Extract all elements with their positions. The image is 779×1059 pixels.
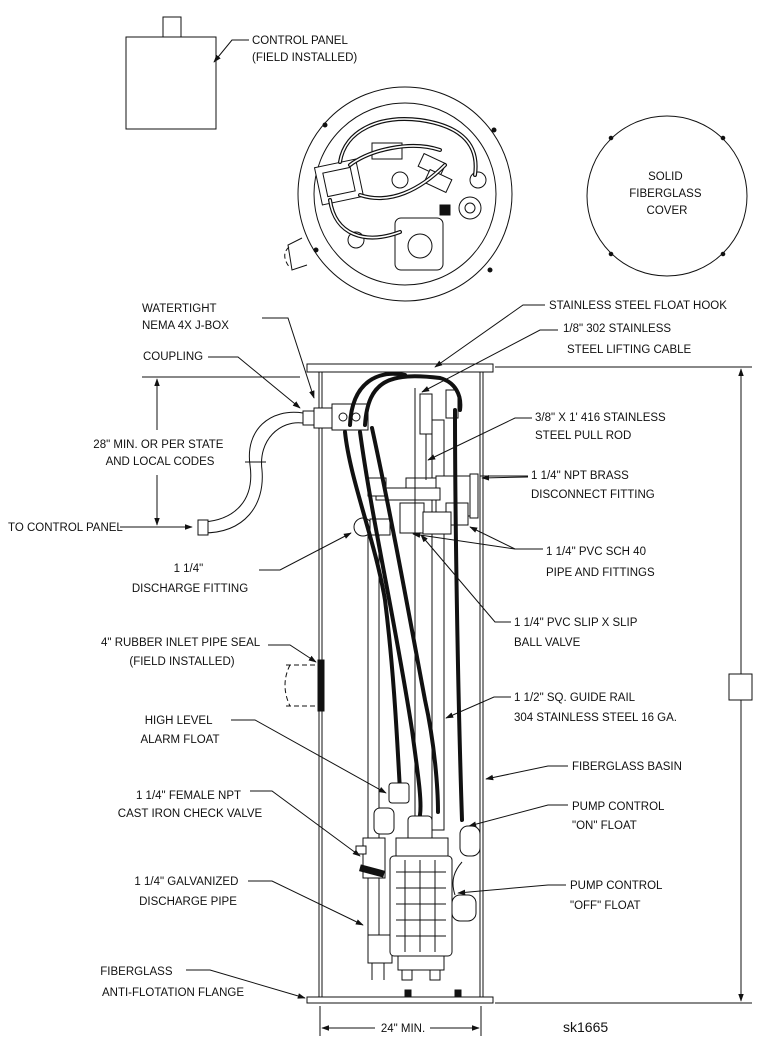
label-coupling: COUPLING: [143, 351, 203, 363]
label-basin: FIBERGLASS BASIN: [572, 761, 682, 773]
label-width: 24" MIN.: [381, 1023, 425, 1035]
dimension-lines: [142, 366, 753, 1036]
label-min-depth: 28" MIN. OR PER STATE AND LOCAL CODES: [93, 439, 226, 468]
label-pvc-sch40: 1 1/4" PVC SCH 40 PIPE AND FITTINGS: [546, 546, 655, 579]
label-ball-valve: 1 1/4" PVC SLIP X SLIP BALL VALVE: [514, 617, 640, 649]
leader-lines: [120, 39, 568, 999]
label-off-float: PUMP CONTROL "OFF" FLOAT: [570, 880, 665, 912]
label-lifting-cable: 1/8" 302 STAINLESS STEEL LIFTING CABLE: [563, 323, 692, 356]
label-jbox: WATERTIGHT NEMA 4X J-BOX: [142, 303, 229, 332]
label-check-valve: 1 1/4" FEMALE NPT CAST IRON CHECK VALVE: [118, 790, 263, 820]
label-guide-rail: 1 1/2" SQ. GUIDE RAIL 304 STAINLESS STEE…: [514, 692, 677, 724]
label-galvanized: 1 1/4" GALVANIZED DISCHARGE PIPE: [134, 876, 241, 908]
label-flange: FIBERGLASS ANTI-FLOTATION FLANGE: [100, 966, 244, 999]
label-float-hook: STAINLESS STEEL FLOAT HOOK: [549, 300, 727, 312]
fiberglass-cover: [586, 115, 748, 277]
drawing-id: sk1665: [563, 1019, 608, 1035]
inlet-pipe: [284, 659, 325, 712]
jbox-elevation: [197, 403, 369, 536]
label-inlet-seal: 4" RUBBER INLET PIPE SEAL (FIELD INSTALL…: [101, 637, 263, 668]
label-disconnect: 1 1/4" NPT BRASS DISCONNECT FITTING: [531, 470, 655, 501]
label-on-float: PUMP CONTROL "ON" FLOAT: [572, 801, 667, 832]
label-high-level: HIGH LEVEL ALARM FLOAT: [140, 715, 219, 746]
basin-top-view: [284, 86, 513, 302]
floats: [373, 782, 481, 922]
label-pull-rod: 3/8" X 1' 416 STAINLESS STEEL PULL ROD: [535, 412, 669, 442]
control-panel: [125, 16, 217, 130]
pump: [389, 815, 453, 981]
label-to-control-panel: TO CONTROL PANEL: [8, 522, 123, 534]
float-cables: [343, 371, 464, 822]
label-control-panel: CONTROL PANEL (FIELD INSTALLED): [252, 35, 357, 64]
label-discharge-fitting: 1 1/4" DISCHARGE FITTING: [132, 563, 248, 595]
label-cover: SOLID FIBERGLASS COVER: [629, 171, 704, 217]
labels: CONTROL PANEL (FIELD INSTALLED) SOLID FI…: [8, 35, 727, 1035]
